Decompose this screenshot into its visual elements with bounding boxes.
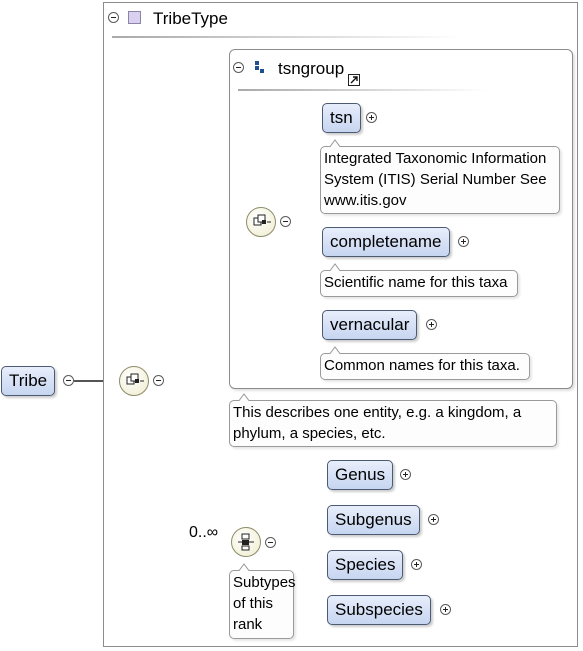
root-element-tribe[interactable]: Tribe bbox=[1, 366, 56, 396]
doc-completename: Scientific name for this taxa bbox=[320, 263, 518, 297]
collapse-type-button[interactable] bbox=[108, 12, 119, 23]
doc-vernacular: Common names for this taxa. bbox=[320, 346, 530, 380]
choice-occurrence: 0..∞ bbox=[189, 524, 219, 541]
expand-subspecies-button[interactable] bbox=[440, 604, 451, 615]
collapse-sequence-button[interactable] bbox=[153, 375, 164, 386]
type-name: TribeType bbox=[153, 9, 228, 28]
sequence-compositor-icon[interactable] bbox=[119, 366, 149, 396]
group-name: tsngroup bbox=[278, 59, 345, 78]
collapse-group-button[interactable] bbox=[233, 62, 244, 73]
type-header-divider bbox=[112, 36, 462, 38]
doc-sequence: This describes one entity, e.g. a kingdo… bbox=[229, 393, 557, 447]
element-subgenus[interactable]: Subgenus bbox=[327, 505, 420, 535]
element-tsn[interactable]: tsn bbox=[322, 103, 361, 133]
element-subspecies[interactable]: Subspecies bbox=[327, 595, 431, 625]
collapse-root-button[interactable] bbox=[63, 375, 74, 386]
element-completename[interactable]: completename bbox=[322, 227, 450, 257]
element-species[interactable]: Species bbox=[327, 550, 404, 580]
doc-tsn: Integrated Taxonomic Information System … bbox=[320, 139, 560, 214]
expand-subgenus-button[interactable] bbox=[428, 514, 439, 525]
collapse-group-sequence-button[interactable] bbox=[280, 216, 291, 227]
element-vernacular[interactable]: vernacular bbox=[322, 310, 418, 340]
shortcut-arrow-icon[interactable] bbox=[348, 74, 360, 86]
group-dots-icon bbox=[255, 61, 264, 73]
element-genus[interactable]: Genus bbox=[327, 460, 394, 490]
expand-species-button[interactable] bbox=[411, 559, 422, 570]
expand-vernacular-button[interactable] bbox=[426, 319, 437, 330]
expand-genus-button[interactable] bbox=[400, 469, 411, 480]
doc-choice: Subtypes of this rank bbox=[229, 563, 296, 639]
expand-completename-button[interactable] bbox=[458, 236, 469, 247]
group-sequence-compositor-icon[interactable] bbox=[246, 207, 276, 237]
expand-tsn-button[interactable] bbox=[366, 112, 377, 123]
choice-compositor-icon[interactable] bbox=[231, 527, 261, 557]
group-header-divider bbox=[238, 89, 488, 91]
collapse-choice-button[interactable] bbox=[265, 537, 276, 548]
complex-type-square-icon bbox=[128, 11, 141, 24]
